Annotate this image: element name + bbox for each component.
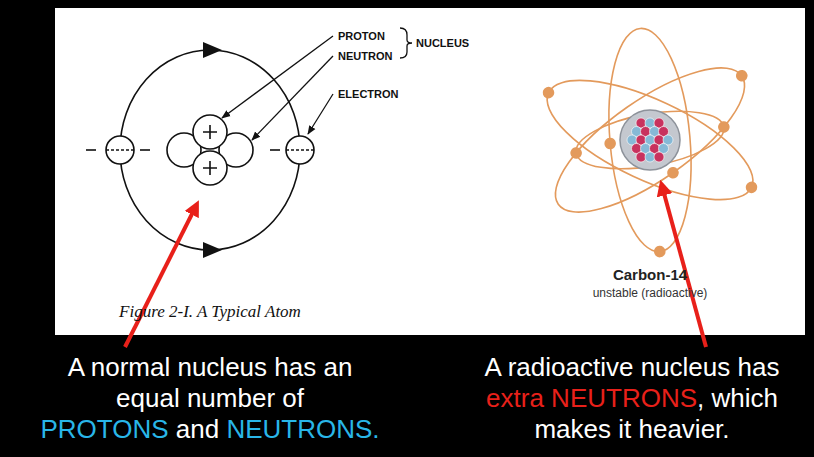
callout-emphasis: extra NEUTRONS xyxy=(486,383,697,413)
part-label: NUCLEUS xyxy=(416,37,469,49)
atom-note: unstable (radioactive) xyxy=(593,286,708,300)
callout-text: A normal nucleus has an equal number of xyxy=(40,352,380,414)
callout-emphasis: NEUTRONS. xyxy=(226,414,379,444)
part-label: ELECTRON xyxy=(338,88,399,100)
callout-text: and xyxy=(176,414,219,444)
atom-name: Carbon-14 xyxy=(613,266,687,283)
white-panel xyxy=(55,8,805,335)
callout-emphasis: PROTONS xyxy=(40,414,168,444)
leader-lines xyxy=(222,28,412,140)
callout-normal: A normal nucleus has an equal number ofP… xyxy=(10,352,410,445)
pointer-arrows xyxy=(125,186,706,347)
callout-radioactive: A radioactive nucleus hasextra NEUTRONS,… xyxy=(462,352,802,445)
carbon-14-atom xyxy=(527,25,773,261)
part-label: PROTON xyxy=(338,30,385,42)
callout-text: A radioactive nucleus has xyxy=(462,352,802,383)
carbon-nucleus xyxy=(620,110,680,170)
typical-atom xyxy=(86,42,314,258)
part-label: NEUTRON xyxy=(338,50,392,62)
figure-caption: Figure 2-I. A Typical Atom xyxy=(119,302,301,322)
